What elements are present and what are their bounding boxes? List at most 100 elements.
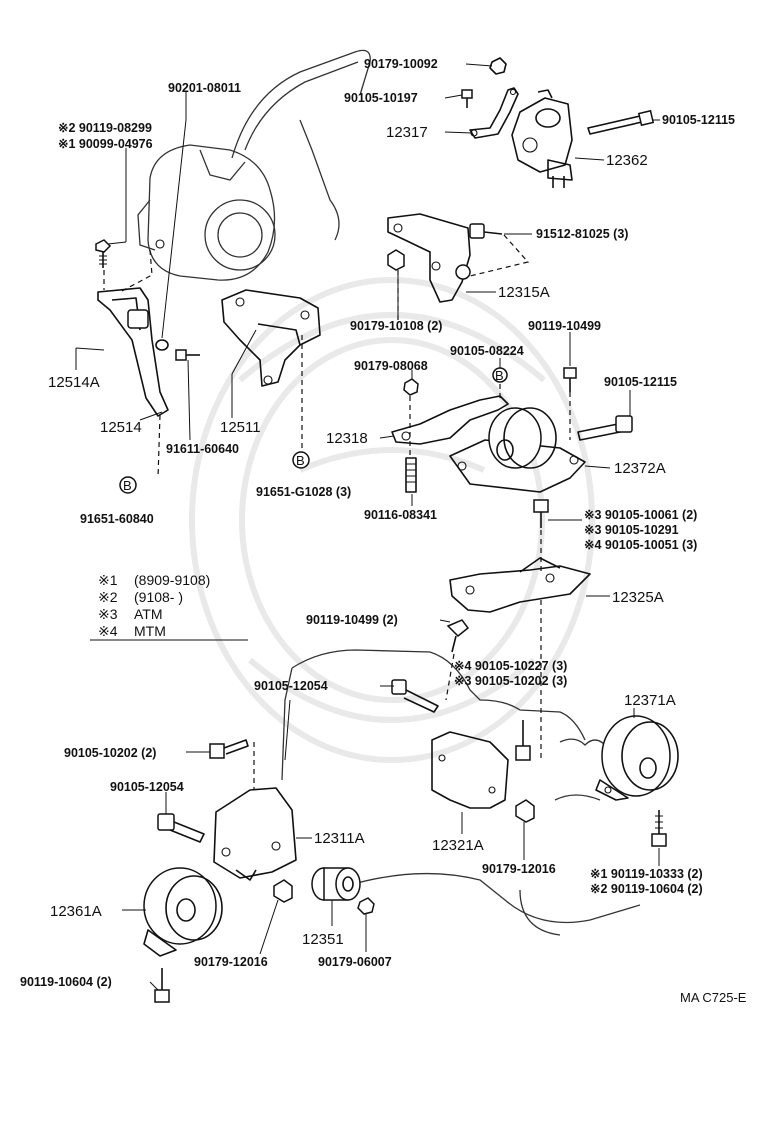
bracket-12511-part: [221, 289, 321, 387]
label-90179-08068: 90179-08068: [354, 359, 428, 373]
nut-90179-08068-part: [403, 378, 419, 396]
label-90119-10499-mid: 90119-10499 (2): [306, 613, 398, 627]
bolt-90105-10061-part: [533, 499, 549, 528]
bracket-12321A-part: [431, 731, 509, 809]
bracket-12311A-part: [213, 787, 297, 881]
diagram-code: MA C725-E: [680, 990, 747, 1005]
label-90179-10108: 90179-10108 (2): [350, 319, 442, 333]
label-12351: 12351: [302, 931, 344, 948]
bolt-90119-08299-part: [95, 239, 112, 268]
label-90119-10604-right: ※2 90119-10604 (2): [590, 882, 703, 896]
bolt-90105-12115-top-part: [587, 109, 655, 135]
engine-outline-top: [137, 49, 371, 281]
label-12318: 12318: [326, 430, 368, 447]
bolt-90105-10202-left-part: [209, 739, 249, 759]
legend-mark-1: ※1: [98, 572, 118, 588]
legend: ※1 (8909-9108) ※2 (9108- ) ※3 ATM ※4 MTM: [90, 572, 248, 641]
bracket-12325A-part: [449, 557, 591, 613]
label-12317: 12317: [386, 124, 428, 141]
bolt-90119-10604-left-part: [154, 968, 170, 1003]
label-90105-12054-left: 90105-12054: [110, 780, 184, 794]
mount-12372A-part: [449, 407, 586, 493]
label-90105-12115-top: 90105-12115: [662, 113, 735, 127]
label-90116-08341: 90116-08341: [364, 508, 437, 522]
bolt-90105-12115-mid-part: [577, 415, 633, 441]
label-90105-08224: 90105-08224: [450, 344, 524, 358]
label-91651-60840: 91651-60840: [80, 512, 154, 526]
legend-mark-2: ※2: [98, 589, 118, 605]
label-90179-06007: 90179-06007: [318, 955, 392, 969]
nut-90179-12016-right-part: [515, 799, 535, 823]
label-90105-12115-mid: 90105-12115: [604, 375, 677, 389]
mount-12371A-part: [595, 715, 679, 801]
svg-text:B: B: [495, 368, 504, 383]
bushing-12351-part: [311, 867, 361, 901]
bracket-12514A-part: [97, 287, 169, 417]
nut-90179-12016-left-part: [273, 879, 293, 903]
label-90119-10499-top: 90119-10499: [528, 319, 601, 333]
bolt-90119-10499-top-part: [563, 367, 577, 392]
label-91512-81025: 91512-81025 (3): [536, 227, 628, 241]
nut-90179-10092-part: [489, 57, 507, 75]
bolt-90105-12054-top-part: [391, 679, 439, 713]
label-90105-10291: ※3 90105-10291: [584, 523, 679, 537]
stud-90116-08341-part: [405, 457, 417, 493]
nut-91651-G1028-part: B: [292, 451, 310, 469]
bolt-90119-10499-mid-part: [446, 619, 470, 653]
label-12514A: 12514A: [48, 374, 100, 391]
label-12371A: 12371A: [624, 692, 676, 709]
bolt-90105-12054-left-part: [157, 813, 205, 843]
label-90105-12054-top: 90105-12054: [254, 679, 328, 693]
label-90099-04976: ※1 90099-04976: [58, 137, 153, 151]
label-12372A: 12372A: [614, 460, 666, 477]
svg-text:B: B: [296, 453, 305, 468]
label-12321A: 12321A: [432, 837, 484, 854]
legend-mark-4: ※4: [98, 623, 118, 639]
legend-text-2: (9108- ): [134, 589, 183, 605]
label-90179-10092: 90179-10092: [364, 57, 438, 71]
bolt-90105-10227-part: [515, 720, 531, 761]
mount-12362-part: [511, 89, 573, 188]
label-12315A: 12315A: [498, 284, 550, 301]
label-90105-10197: 90105-10197: [344, 91, 418, 105]
label-90119-10604-left: 90119-10604 (2): [20, 975, 112, 989]
bolt-91512-81025-part: [469, 223, 503, 239]
legend-text-4: MTM: [134, 623, 166, 639]
label-12514: 12514: [100, 419, 142, 436]
mount-12361A-part: [143, 867, 223, 957]
bolt-91611-60640-part: [175, 349, 200, 361]
bracket-12317-part: [469, 87, 519, 139]
label-90105-10202-right: ※3 90105-10202 (3): [454, 674, 567, 688]
legend-text-1: (8909-9108): [134, 572, 210, 588]
label-12325A: 12325A: [612, 589, 664, 606]
label-12511: 12511: [220, 419, 261, 436]
label-90105-10227: ※4 90105-10227 (3): [454, 659, 567, 673]
bolt-90105-08224-part: B: [492, 367, 508, 383]
nut-90179-06007-part: [357, 897, 375, 915]
label-91611-60640: 91611-60640: [166, 442, 239, 456]
legend-mark-3: ※3: [98, 606, 118, 622]
leader-lines: [75, 63, 660, 991]
label-90119-08299: ※2 90119-08299: [58, 121, 152, 135]
washer-90201-08011-part: [155, 339, 169, 351]
nut-90179-10108-part: [387, 249, 405, 271]
label-12362: 12362: [606, 152, 648, 169]
engine-outline-bottom: [281, 649, 641, 936]
label-90201-08011: 90201-08011: [168, 81, 241, 95]
bolt-90105-10197-part: [461, 89, 473, 108]
label-90179-12016-left: 90179-12016: [194, 955, 268, 969]
assembly-lines: [103, 234, 571, 790]
label-12311A: 12311A: [314, 830, 365, 847]
label-90105-10202-left: 90105-10202 (2): [64, 746, 156, 760]
label-90119-10333: ※1 90119-10333 (2): [590, 867, 703, 881]
bolt-90119-10333-part: [651, 810, 667, 847]
label-90105-10061: ※3 90105-10061 (2): [584, 508, 697, 522]
label-90105-10051: ※4 90105-10051 (3): [584, 538, 697, 552]
label-90179-12016-right: 90179-12016: [482, 862, 556, 876]
legend-text-3: ATM: [134, 606, 163, 622]
bracket-12315A-part: [387, 213, 471, 303]
svg-text:B: B: [123, 478, 132, 493]
nut-91651-60840-part: B: [119, 476, 137, 494]
